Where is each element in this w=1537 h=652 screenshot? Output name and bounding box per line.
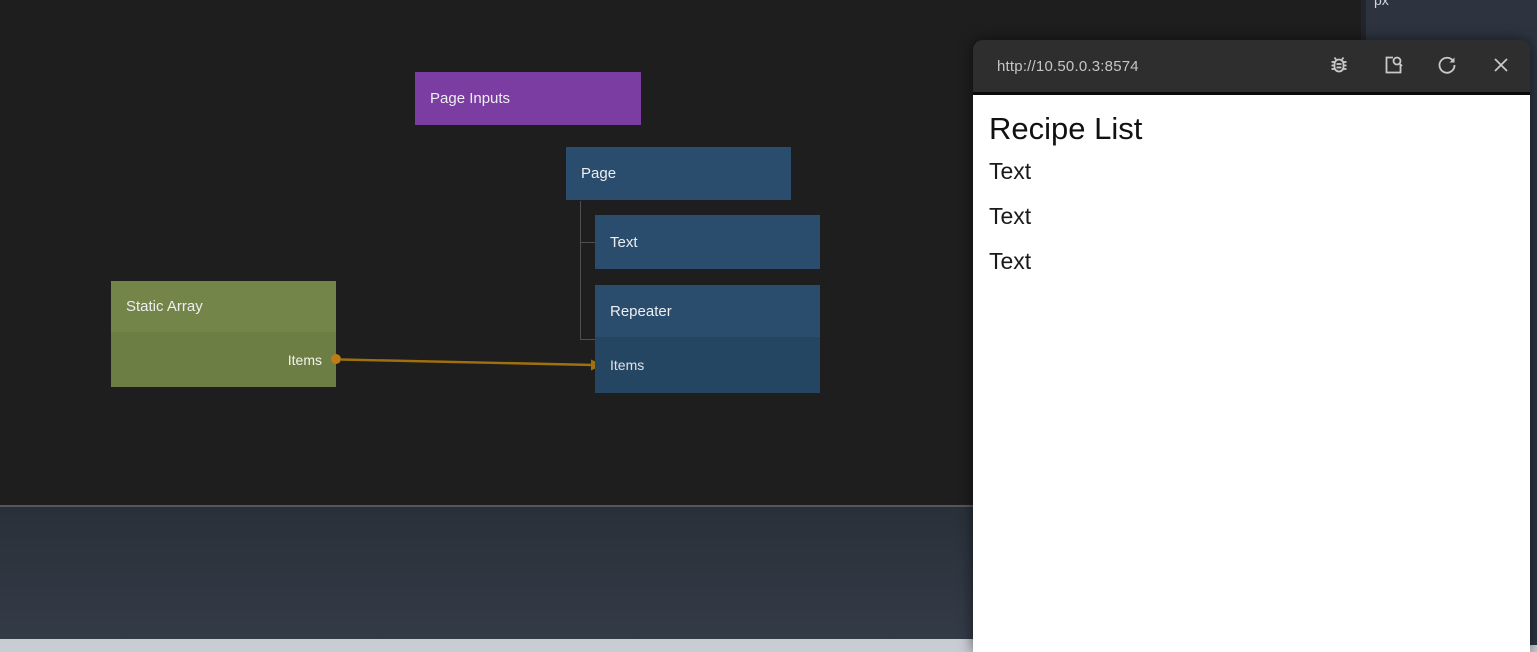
debug-button[interactable] xyxy=(1326,53,1352,79)
node-label: Page xyxy=(581,165,617,182)
node-page-inputs[interactable]: Page Inputs xyxy=(415,72,641,125)
output-port-dot[interactable] xyxy=(331,354,341,364)
inspect-window-icon xyxy=(1381,53,1405,80)
node-text[interactable]: Text xyxy=(595,215,820,269)
preview-header: http://10.50.0.3:8574 xyxy=(973,40,1530,92)
inspect-button[interactable] xyxy=(1380,53,1406,79)
preview-header-divider xyxy=(973,92,1530,95)
node-label: Text xyxy=(610,233,638,251)
port-label: Items xyxy=(610,357,645,373)
static-array-items-port[interactable]: Items xyxy=(111,332,336,387)
list-item: Text xyxy=(989,158,1032,184)
recipe-list-heading: Recipe List xyxy=(989,111,1143,146)
node-page[interactable]: Page xyxy=(566,147,791,200)
port-label: Items xyxy=(287,351,322,368)
node-static-array[interactable]: Static Array Items xyxy=(111,281,336,387)
refresh-icon xyxy=(1435,53,1459,80)
tree-connector-to-text xyxy=(580,242,595,243)
preview-actions xyxy=(1326,53,1514,79)
list-item: Text xyxy=(989,248,1032,274)
tree-connector-vertical xyxy=(580,201,581,340)
unit-label: px xyxy=(1374,0,1389,8)
tree-connector-to-repeater xyxy=(580,339,595,340)
close-icon xyxy=(1489,53,1513,80)
preview-window: http://10.50.0.3:8574 xyxy=(973,40,1530,652)
repeater-items-port[interactable]: Items xyxy=(595,337,820,393)
node-label: Repeater xyxy=(610,302,672,320)
bug-icon xyxy=(1327,53,1351,80)
node-label: Page Inputs xyxy=(430,90,511,107)
preview-viewport: Recipe List Text Text Text xyxy=(973,95,1530,652)
node-label: Static Array xyxy=(126,298,203,315)
close-preview-button[interactable] xyxy=(1488,53,1514,79)
list-item: Text xyxy=(989,203,1032,229)
refresh-button[interactable] xyxy=(1434,53,1460,79)
node-repeater[interactable]: Repeater Items xyxy=(595,285,820,393)
url-bar[interactable]: http://10.50.0.3:8574 xyxy=(997,57,1139,75)
